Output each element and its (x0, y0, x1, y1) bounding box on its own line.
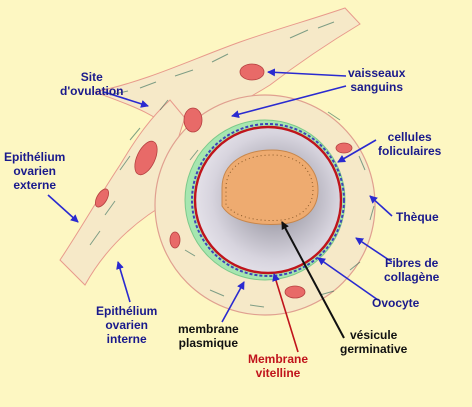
germinal-vesicle (221, 149, 319, 225)
vessel-bottom (284, 285, 306, 299)
label-fibres-collagene: Fibres de collagène (384, 256, 440, 284)
arrow-membrane-vitelline (272, 273, 299, 353)
vessel-lower-left (94, 188, 110, 208)
label-ovocyte: Ovocyte (372, 296, 420, 310)
label-vesicule-germinative: vésicule germinative (340, 328, 408, 356)
vitelline-membrane (193, 125, 343, 275)
vessel-top (239, 63, 265, 81)
vessel-theca-left (169, 231, 181, 249)
label-cellules-foliculaires: cellules foliculaires (378, 130, 442, 158)
label-theque: Thèque (396, 210, 439, 224)
blood-vessels (94, 63, 353, 299)
collagen-fibres (89, 21, 375, 308)
label-membrane-plasmique: membrane plasmique (178, 322, 239, 350)
label-epithelium-interne: Epithélium ovarien interne (96, 304, 158, 346)
label-site-ovulation: Site d'ovulation (60, 70, 124, 98)
label-vaisseaux-sanguins: vaisseaux sanguins (348, 66, 406, 94)
vessel-left (134, 140, 158, 176)
plasma-membrane (191, 123, 345, 277)
arrow-vesicule-germinative (281, 221, 345, 339)
label-membrane-vitelline: Membrane vitelline (248, 352, 309, 380)
label-arrows (47, 68, 393, 323)
label-epithelium-externe: Epithélium ovarien externe (4, 150, 66, 192)
vessel-mid (183, 107, 203, 133)
vessel-right (335, 142, 353, 154)
